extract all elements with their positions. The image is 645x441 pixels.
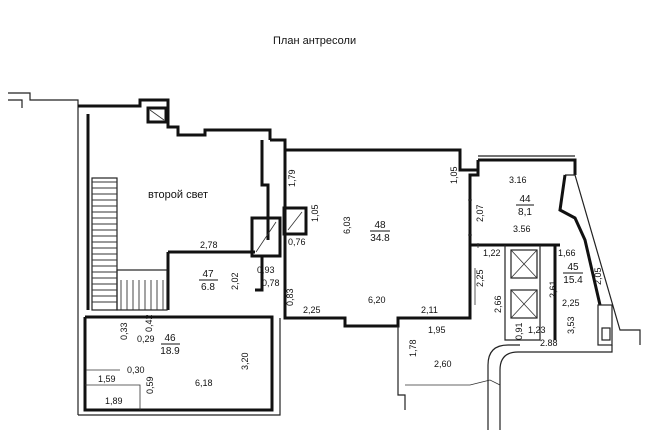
dimension-label: 3,20 [240,352,250,370]
dimension-label: 3.56 [513,224,531,234]
dimension-label: 2,11 [421,305,438,315]
elevator-shafts [510,249,538,319]
dimension-label: 2,78 [200,240,218,250]
room-47: 47 6.8 [199,269,218,293]
dimension-label: 0,42 [144,314,154,332]
dimension-label: 1,95 [428,325,446,335]
room-number: 45 [567,262,579,273]
room-number: 47 [202,269,214,280]
staircase [91,177,168,311]
dimension-label: 0,78 [262,278,280,288]
dimension-label: 2,25 [562,298,580,308]
dimension-label: 1,78 [408,339,418,357]
room-area: 15.4 [563,275,583,286]
room-44: 44 8,1 [516,194,534,218]
room-area: 34.8 [370,233,390,244]
dimension-label: 2,07 [475,204,485,222]
dimension-label: 2,05 [593,267,603,285]
plan-title: План антресоли [273,35,356,47]
dimension-label: 1,23 [528,325,546,335]
dimension-label: 0,91 [514,322,524,340]
dimension-label: 1,22 [483,248,501,258]
dimension-label: 1,05 [449,166,459,184]
dimension-ticks [86,199,479,371]
room-area: 18.9 [160,346,180,357]
room-area: 6.8 [201,282,215,293]
dimension-label: 0,83 [285,288,295,306]
dimension-labels: 1,79 1,05 0,76 2,78 0,93 0,78 2,02 0,83 … [98,166,603,406]
dimension-label: 6,18 [195,378,213,388]
dimension-label: 3,53 [566,316,576,334]
dimension-label: 2,60 [434,359,452,369]
dimension-label: 1,66 [558,248,576,258]
dimension-label: 0,33 [119,322,129,340]
walls [8,92,641,430]
room-number: 44 [519,194,531,205]
dimension-label: 1,59 [98,374,116,384]
dimension-label: 2.88 [540,338,558,348]
room-number: 46 [164,333,176,344]
dimension-label: 6,03 [342,216,352,234]
dimension-label: 3.16 [509,175,527,185]
dimension-label: 2,66 [493,295,503,313]
dimension-label: 2,25 [475,269,485,287]
dimension-label: 6,20 [368,295,386,305]
dimension-label: 0,30 [127,365,145,375]
dimension-label: 2,02 [230,272,240,290]
room-45: 45 15.4 [563,262,583,286]
dimension-label: 0,76 [288,237,306,247]
room-number: 48 [374,220,386,231]
room-area: 8,1 [518,207,532,218]
dimension-label: 2,25 [303,305,321,315]
room-48: 48 34.8 [370,220,390,244]
vent-shafts [146,106,308,258]
dimension-label: 2,61 [548,280,558,298]
dimension-label: 0,93 [257,265,275,275]
dimension-label: 1,89 [105,396,123,406]
dimension-label: 0,29 [137,334,155,344]
second-light-label: второй свет [148,189,208,201]
dimension-label: 0,59 [145,376,155,394]
dimension-label: 1,79 [287,169,297,187]
room-46: 46 18.9 [160,333,180,357]
dimension-label: 1,05 [310,204,320,222]
